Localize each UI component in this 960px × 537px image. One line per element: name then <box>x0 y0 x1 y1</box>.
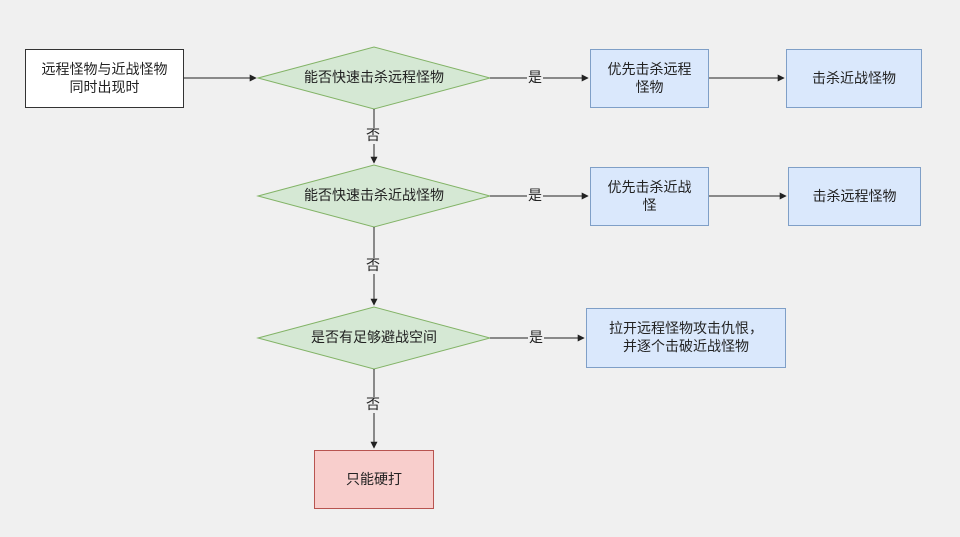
action-1-line-2: 怪物 <box>635 79 664 96</box>
followup-kill-ranged: 击杀远程怪物 <box>788 167 921 226</box>
action-kill-melee-first: 优先击杀近战 怪 <box>590 167 709 226</box>
edge-label-no-1: 否 <box>365 128 381 144</box>
action-kite-ranged: 拉开远程怪物攻击仇恨， 并逐个击破近战怪物 <box>586 308 786 368</box>
start-node-line-1: 远程怪物与近战怪物 <box>41 61 168 78</box>
edge-label-yes-2: 是 <box>527 188 543 204</box>
decision-label-2: 能否快速击杀近战怪物 <box>304 188 444 204</box>
action-2-line-2: 怪 <box>642 197 657 214</box>
end-node: 只能硬打 <box>314 450 434 509</box>
action-3-line-1: 拉开远程怪物攻击仇恨， <box>609 321 763 337</box>
decision-label-1: 能否快速击杀远程怪物 <box>304 70 444 86</box>
action-kill-ranged-first: 优先击杀远程 怪物 <box>590 49 709 108</box>
decision-label-3: 是否有足够避战空间 <box>311 330 437 346</box>
followup-kill-melee: 击杀近战怪物 <box>786 49 922 108</box>
action-3-line-2: 并逐个击破近战怪物 <box>623 339 749 355</box>
edge-label-yes-1: 是 <box>527 70 543 86</box>
start-node-line-2: 同时出现时 <box>69 79 140 96</box>
start-node: 远程怪物与近战怪物 同时出现时 <box>25 49 184 108</box>
action-1-line-1: 优先击杀远程 <box>607 61 692 78</box>
action-2-line-1: 优先击杀近战 <box>607 179 692 196</box>
edge-label-no-3: 否 <box>365 397 381 413</box>
edge-label-no-2: 否 <box>365 258 381 274</box>
edge-label-yes-3: 是 <box>528 330 544 346</box>
